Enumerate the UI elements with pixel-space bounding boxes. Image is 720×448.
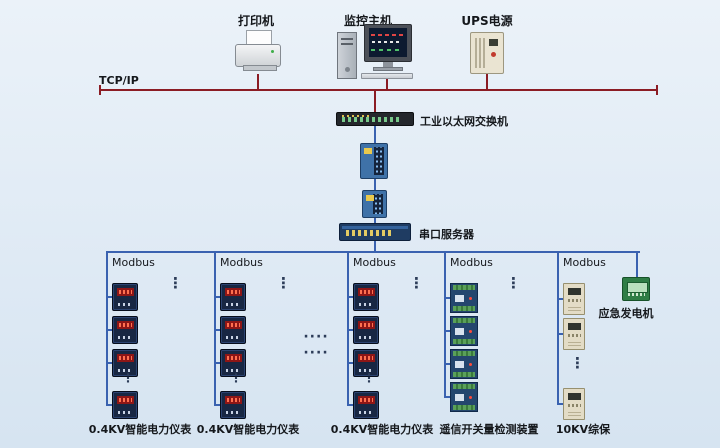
more-devices-ellipsis: ⋮ [230, 371, 242, 385]
generator-drop-line [636, 251, 638, 277]
crt-monitor-icon [364, 24, 412, 62]
more-devices-ellipsis: ⋮ [168, 274, 183, 292]
modbus-branch-line [106, 251, 108, 406]
power-meter-icon [353, 349, 379, 377]
power-meter-icon [112, 283, 138, 311]
device-stub-line [349, 404, 353, 406]
device-stub-line [108, 296, 112, 298]
printer-icon [234, 30, 282, 74]
modbus-label: Modbus [353, 256, 396, 269]
branch-device-label: 0.4KV智能电力仪表 [196, 423, 300, 436]
device-stub-line [108, 362, 112, 364]
ethernet-switch-label: 工业以太网交换机 [420, 115, 508, 128]
tcpip-bus-left-cap [99, 85, 101, 95]
device-stub-line [216, 404, 220, 406]
power-meter-icon [112, 391, 138, 419]
power-meter-icon [220, 349, 246, 377]
device-stub-line [216, 362, 220, 364]
pc-tower-icon [337, 32, 357, 79]
device-stub-line [349, 362, 353, 364]
device-stub-line [349, 296, 353, 298]
power-meter-icon [112, 349, 138, 377]
more-branches-ellipsis: ···· ···· [303, 329, 329, 361]
io-module-icon [450, 316, 478, 346]
modbus-label: Modbus [563, 256, 606, 269]
keyboard-icon [361, 73, 413, 79]
media-converter-icon [360, 143, 388, 179]
more-devices-ellipsis: ⋮ [570, 354, 585, 372]
device-stub-line [108, 404, 112, 406]
io-module-icon [450, 283, 478, 313]
modbus-label: Modbus [112, 256, 155, 269]
modbus-branch-line [444, 251, 446, 398]
branch-device-label: 0.4KV智能电力仪表 [330, 423, 434, 436]
power-meter-icon [220, 391, 246, 419]
branch-device-label: 0.4KV智能电力仪表 [88, 423, 192, 436]
tcpip-bus-line [100, 89, 657, 91]
server-modbus-line [374, 241, 376, 251]
device-stub-line [349, 329, 353, 331]
monitor-screen [369, 28, 407, 57]
modbus-branch-line [347, 251, 349, 406]
power-meter-icon [220, 283, 246, 311]
device-stub-line [559, 333, 563, 335]
media-converter-icon [362, 190, 387, 218]
device-stub-line [559, 298, 563, 300]
serial-server-label: 串口服务器 [419, 228, 474, 241]
ethernet-switch-icon [336, 112, 414, 126]
device-stub-line [216, 296, 220, 298]
device-stub-line [108, 329, 112, 331]
device-stub-line [446, 297, 450, 299]
protection-relay-icon [563, 388, 585, 420]
ups-label: UPS电源 [461, 14, 513, 28]
power-meter-icon [353, 316, 379, 344]
modbus-bus-line [106, 251, 640, 253]
modbus-branch-line [214, 251, 216, 406]
printer-label: 打印机 [237, 14, 274, 28]
switch-drop-line [374, 91, 376, 112]
monitoring-host-icon [337, 24, 415, 80]
tcpip-bus-right-cap [656, 85, 658, 95]
modbus-label: Modbus [450, 256, 493, 269]
generator-label: 应急发电机 [598, 307, 654, 320]
device-stub-line [446, 363, 450, 365]
device-stub-line [446, 396, 450, 398]
protection-relay-icon [563, 283, 585, 315]
io-module-icon [450, 349, 478, 379]
serial-server-icon [339, 223, 411, 241]
converter-server-line [374, 218, 376, 223]
power-meter-icon [220, 316, 246, 344]
power-meter-icon [353, 391, 379, 419]
io-module-icon [450, 382, 478, 412]
host-drop-line [386, 79, 388, 89]
device-stub-line [446, 330, 450, 332]
device-stub-line [559, 403, 563, 405]
power-meter-icon [112, 316, 138, 344]
more-devices-ellipsis: ⋮ [363, 371, 375, 385]
switch-converter-line [374, 126, 376, 143]
protection-relay-icon [563, 318, 585, 350]
more-devices-ellipsis: ⋮ [276, 274, 291, 292]
device-stub-line [216, 329, 220, 331]
generator-controller-icon [622, 277, 650, 301]
modbus-label: Modbus [220, 256, 263, 269]
branch-device-label: 遥信开关量检测装置 [439, 423, 539, 436]
branch-device-label: 10KV综保 [555, 423, 611, 436]
more-devices-ellipsis: ⋮ [122, 371, 134, 385]
more-devices-ellipsis: ⋮ [506, 274, 521, 292]
modbus-branch-line [557, 251, 559, 405]
printer-drop-line [257, 74, 259, 89]
tcpip-bus-label: TCP/IP [99, 74, 139, 87]
ups-icon [470, 32, 504, 74]
converter-converter-line [374, 179, 376, 190]
power-meter-icon [353, 283, 379, 311]
more-devices-ellipsis: ⋮ [409, 274, 424, 292]
ups-drop-line [486, 74, 488, 89]
